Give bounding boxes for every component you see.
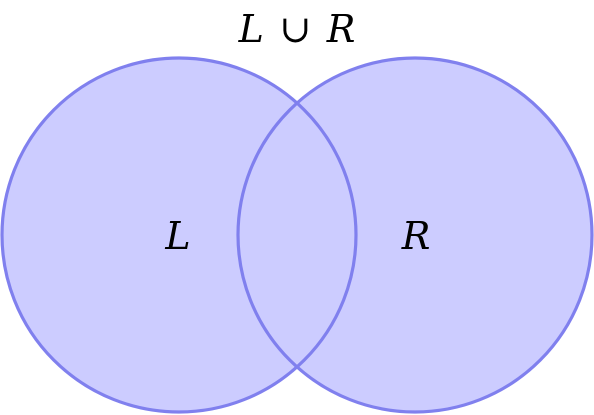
set-r-circle bbox=[236, 56, 594, 414]
set-l-label: L bbox=[164, 214, 190, 258]
set-r-fill bbox=[238, 58, 592, 412]
diagram-title: L ∪ R bbox=[238, 7, 356, 51]
set-l-circle bbox=[0, 56, 358, 414]
title-right-operand: R bbox=[326, 7, 356, 51]
set-outlines bbox=[0, 56, 594, 414]
title-union-operator: ∪ bbox=[279, 7, 311, 51]
set-r-label: R bbox=[401, 214, 431, 258]
title-left-operand: L bbox=[238, 7, 264, 51]
union-region bbox=[2, 58, 592, 412]
